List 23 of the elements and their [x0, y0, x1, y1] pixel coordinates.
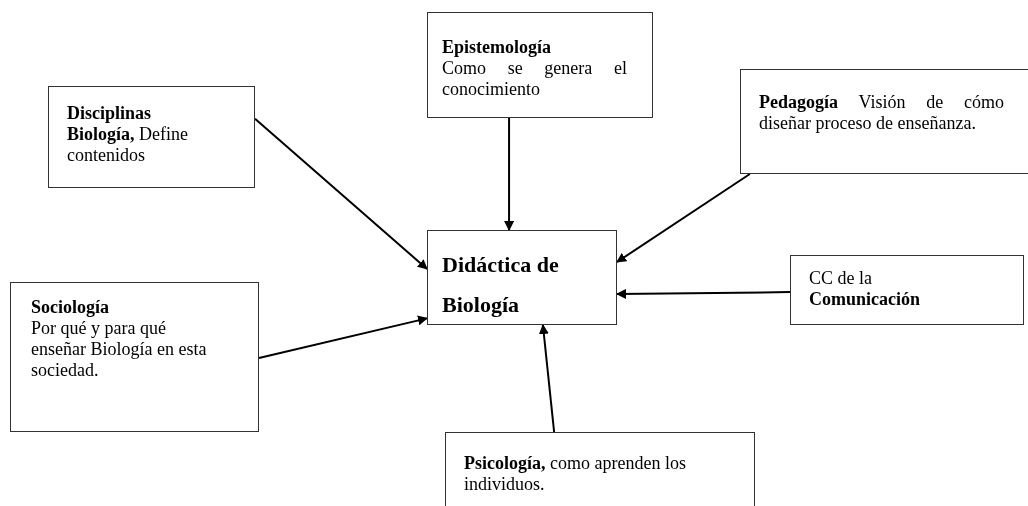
heading-text: Epistemología [442, 37, 552, 58]
body-text: Pedagogía Visión de cómo diseñar proceso de enseñanza. [759, 92, 1004, 134]
text-box [445, 432, 755, 506]
arrow [258, 315, 428, 360]
text-box [427, 230, 617, 325]
body-text: CC de la Comunicación [809, 268, 919, 310]
arrow [616, 288, 791, 299]
arrow [254, 117, 428, 270]
heading-text: Sociología [31, 297, 110, 318]
body-text: Por qué y para qué enseñar Biología en esta sociedad. [31, 318, 208, 381]
text-box [10, 282, 259, 432]
heading-text: Didáctica de Biología [442, 251, 560, 319]
heading-text: Disciplinas [67, 103, 153, 124]
text-box [48, 86, 255, 188]
text-box [740, 69, 1028, 174]
arrow [538, 324, 556, 433]
text-box [427, 12, 653, 118]
text-box [790, 255, 1024, 325]
arrow [504, 117, 515, 231]
arrow [616, 173, 751, 263]
body-text: Como se genera el conocimiento [442, 58, 627, 100]
body-text: Psicología, como aprenden los individuos. [464, 453, 687, 495]
body-text: Biología, Define contenidos [67, 124, 189, 166]
